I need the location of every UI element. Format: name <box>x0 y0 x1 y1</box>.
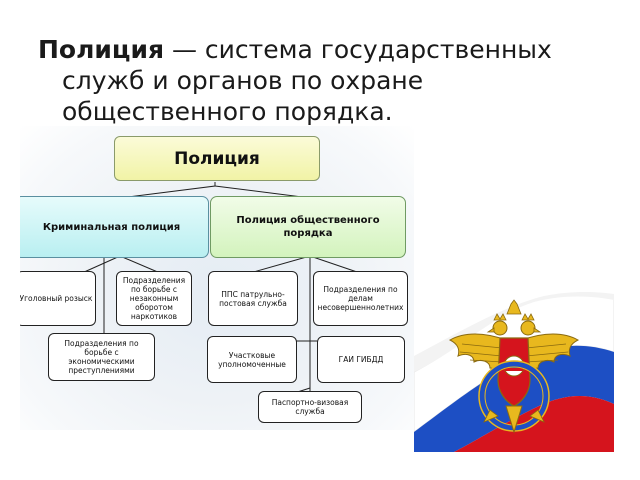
headline-definition: — система государственных служб и органо… <box>62 35 552 126</box>
connector-lines <box>81 182 361 397</box>
node-narcotics-division: Подразделения по борьбе с незаконным обо… <box>116 271 192 326</box>
connector-criminal-narc <box>119 255 161 274</box>
headline-term: Полиция <box>38 35 165 64</box>
connector-criminal-ugrozysk <box>81 255 121 274</box>
node-minors-division: Подразделения по делам несовершеннолетни… <box>313 271 408 326</box>
node-gai-gibdd: ГАИ ГИБДД <box>317 336 405 383</box>
police-structure-diagram: Полиция Криминальная полиция Полиция общ… <box>20 126 414 430</box>
double-headed-eagle-icon <box>448 299 580 434</box>
headline: Полиция — система государственных служб … <box>38 34 628 127</box>
node-passport-visa-service: Паспортно-визовая служба <box>258 391 362 423</box>
node-ugolovny-rozysk: Уголовный розыск <box>20 271 96 326</box>
node-economic-crimes-division: Подразделения по борьбе с экономическими… <box>48 333 155 381</box>
node-public-order-police: Полиция общественного порядка <box>210 196 406 258</box>
node-uchastkovye: Участковые уполномоченные <box>207 336 297 383</box>
node-police-root: Полиция <box>114 136 320 181</box>
node-pps: ППС патрульно-постовая служба <box>208 271 298 326</box>
police-emblem-icon <box>414 292 614 452</box>
connector-public-pps <box>249 255 311 274</box>
node-criminal-police: Криминальная полиция <box>20 196 209 258</box>
connector-public-minors <box>309 255 361 274</box>
